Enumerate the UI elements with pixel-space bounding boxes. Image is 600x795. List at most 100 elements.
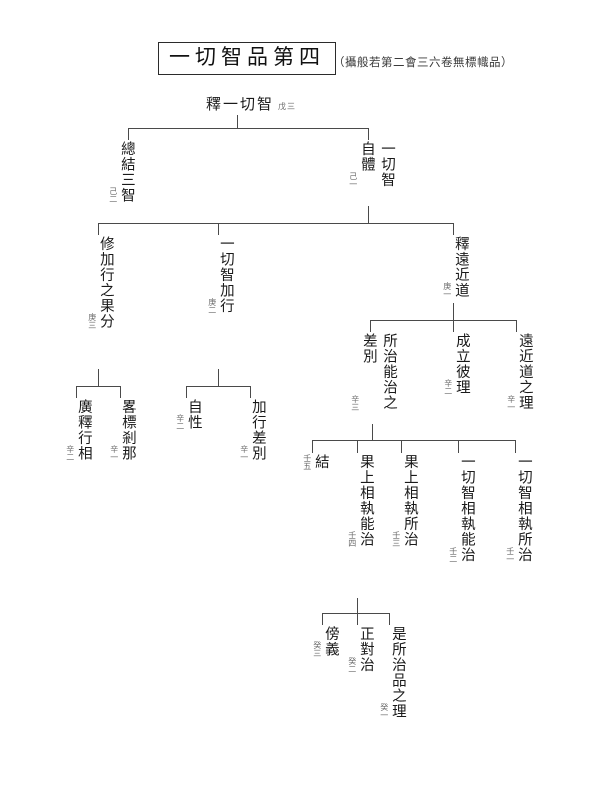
node-xiujiaxing-guofen-tag: 庚三: [87, 313, 97, 329]
node-shi-yuanjindao-tag: 庚一: [442, 282, 452, 298]
connector-xinleft-bar: [76, 386, 121, 387]
node-zongjie-sanzhi[interactable]: 總結三智 己二: [108, 141, 135, 203]
node-chengli-bili-text: 成立彼理: [453, 333, 470, 395]
node-suozhi-nengzhi-text: 所治能治之: [381, 333, 398, 411]
node-xiujiaxing-guofen-text: 修加行之果分: [97, 236, 114, 329]
node-shi-suozhipin-zhili-tag: 癸一: [379, 703, 389, 719]
node-guoshang-xiangzhi-suozhi-text: 果上相執所治: [401, 454, 418, 547]
connector-xinleft-stem: [98, 369, 99, 386]
node-zhengduizhi-tag: 癸二: [347, 656, 357, 673]
node-yiqiezhi-text: 一切智: [379, 141, 396, 188]
connector-ren-bar: [312, 440, 515, 441]
node-root-text: 釋一切智: [206, 95, 275, 113]
connector-xinleft2-drop: [76, 386, 77, 398]
node-root-tag: 戊三: [278, 101, 297, 111]
node-shi-suozhipin-zhili[interactable]: 是所治品之理 癸一: [379, 626, 406, 719]
node-yuanjindao-zhili[interactable]: 遠近道之理 辛一: [506, 333, 533, 411]
node-pangyi[interactable]: 傍義 癸三: [312, 626, 339, 657]
node-guoshang-xiangzhi-nengzhi[interactable]: 果上相執能治 壬四: [347, 454, 374, 547]
connector-xinright1-drop: [516, 320, 517, 332]
node-yiqiezhi-jiaxing-text: 一切智加行: [217, 236, 234, 314]
node-guoshang-xiangzhi-nengzhi-tag: 壬四: [347, 531, 357, 547]
node-pangyi-tag: 癸三: [312, 641, 322, 657]
node-jiaxing-chabie-tag: 辛一: [239, 445, 249, 461]
node-suozhi-nengzhi-chabie-tag: 辛三: [350, 394, 360, 411]
node-yiqiezhi-ziti[interactable]: 一切智 自體 己一: [348, 141, 395, 188]
node-yiqiezhi-xiangzhi-suozhi-text: 一切智相執所治: [515, 454, 532, 563]
connector-ren1-drop: [515, 440, 516, 453]
node-yiqiezhi-xiangzhi-suozhi-tag: 壬一: [505, 546, 515, 563]
node-zhengduizhi[interactable]: 正對治 癸二: [347, 626, 374, 673]
connector-ren2-drop: [458, 440, 459, 453]
connector-ren3-drop: [401, 440, 402, 453]
node-zongjie-sanzhi-tag: 己二: [108, 187, 118, 203]
node-chengli-bili[interactable]: 成立彼理 辛二: [443, 333, 470, 395]
node-root[interactable]: 釋一切智 戊三: [206, 95, 297, 114]
node-suozhi-nengzhi-chabie[interactable]: 所治能治之 差別 辛三: [350, 333, 397, 411]
node-jie[interactable]: 結 壬五: [302, 454, 329, 470]
node-shi-yuanjindao[interactable]: 釋遠近道 庚一: [442, 236, 469, 298]
connector-root-stem: [237, 115, 238, 128]
connector-geng1-drop: [453, 223, 454, 235]
connector-xinright3-drop: [370, 320, 371, 332]
node-pangyi-text: 傍義: [322, 626, 339, 657]
connector-ji2-drop: [128, 128, 129, 140]
page-subtitle: （攝般若第二會三六卷無標幟品）: [333, 55, 513, 69]
node-xiujiaxing-guofen[interactable]: 修加行之果分 庚三: [87, 236, 114, 329]
connector-gui1-drop: [389, 613, 390, 625]
connector-geng2-drop: [218, 223, 219, 235]
connector-gui-stem: [357, 598, 358, 613]
node-zixing-text: 自性: [185, 399, 202, 430]
connector-xinleft1-drop: [120, 386, 121, 398]
node-zixing[interactable]: 自性 辛二: [175, 399, 202, 430]
connector-xinmid-stem: [218, 369, 219, 386]
node-yiqiezhi-xiangzhi-suozhi[interactable]: 一切智相執所治 壬一: [505, 454, 532, 563]
node-lvebiao-chana[interactable]: 畧標剎那 辛一: [109, 399, 136, 461]
node-guoshang-xiangzhi-nengzhi-text: 果上相執能治: [357, 454, 374, 547]
node-shi-yuanjindao-text: 釋遠近道: [452, 236, 469, 298]
node-zhengduizhi-text: 正對治: [357, 626, 374, 673]
node-jiaxing-chabie-text: 加行差別: [249, 399, 266, 461]
node-guoshang-xiangzhi-suozhi[interactable]: 果上相執所治 壬三: [391, 454, 418, 547]
node-lvebiao-chana-text: 畧標剎那: [119, 399, 136, 461]
connector-xinmid1-drop: [250, 386, 251, 398]
node-yiqiezhi-ziti-tag: 己一: [348, 171, 358, 188]
node-jie-tag: 壬五: [302, 454, 312, 470]
node-jiaxing-chabie[interactable]: 加行差別 辛一: [239, 399, 266, 461]
node-yiqiezhi-xiangzhi-nengzhi-tag: 壬二: [448, 546, 458, 563]
connector-gui2-drop: [357, 613, 358, 625]
node-yuanjindao-zhili-text: 遠近道之理: [516, 333, 533, 411]
connector-xinmid2-drop: [186, 386, 187, 398]
node-lvebiao-chana-tag: 辛一: [109, 445, 119, 461]
node-guangshi-xingxiang-text: 廣釋行相: [75, 399, 92, 461]
node-shi-suozhipin-zhili-text: 是所治品之理: [389, 626, 406, 719]
node-guangshi-xingxiang[interactable]: 廣釋行相 辛二: [65, 399, 92, 461]
connector-ren-stem: [372, 424, 373, 440]
node-zongjie-sanzhi-text: 總結三智: [118, 141, 135, 203]
node-yuanjindao-zhili-tag: 辛一: [506, 394, 516, 411]
node-yiqiezhi-xiangzhi-nengzhi-text: 一切智相執能治: [458, 454, 475, 563]
connector-xinright-stem: [453, 303, 454, 320]
connector-geng3-drop: [98, 223, 99, 235]
connector-ren5-drop: [312, 440, 313, 453]
node-yiqiezhi-xiangzhi-nengzhi[interactable]: 一切智相執能治 壬二: [448, 454, 475, 563]
connector-ji-bar: [128, 128, 368, 129]
connector-xinright-bar: [370, 320, 516, 321]
node-chengli-bili-tag: 辛二: [443, 379, 453, 395]
node-chabie-text: 差別: [360, 333, 377, 364]
node-ziti-text: 自體: [358, 141, 375, 172]
connector-gui3-drop: [322, 613, 323, 625]
node-yiqiezhi-jiaxing-tag: 庚二: [207, 297, 217, 314]
connector-ren4-drop: [357, 440, 358, 453]
connector-geng-bar: [98, 223, 453, 224]
connector-ji1-drop: [368, 128, 369, 140]
node-guoshang-xiangzhi-suozhi-tag: 壬三: [391, 531, 401, 547]
node-yiqiezhi-jiaxing[interactable]: 一切智加行 庚二: [207, 236, 234, 314]
node-zixing-tag: 辛二: [175, 414, 185, 430]
connector-xinright2-drop: [453, 320, 454, 332]
page-title: 一切智品第四: [158, 42, 336, 76]
connector-xinmid-bar: [186, 386, 250, 387]
node-guangshi-xingxiang-tag: 辛二: [65, 445, 75, 461]
node-jie-text: 結: [312, 454, 329, 470]
